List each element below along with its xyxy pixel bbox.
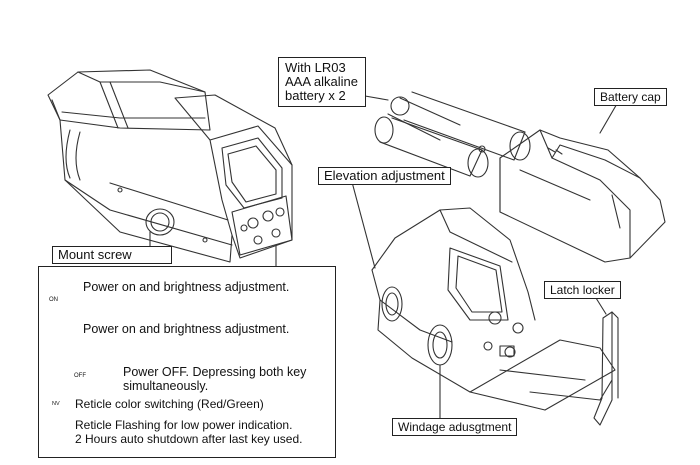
- elevation-adjustment-callout: Elevation adjustment: [318, 167, 451, 185]
- legend-item-indicator-text: Reticle Flashing for low power indicatio…: [75, 418, 303, 446]
- battery-spec-callout: With LR03 AAA alkaline battery x 2: [278, 57, 366, 107]
- legend-caption-off: OFF: [74, 373, 86, 379]
- latch-locker-callout: Latch locker: [544, 281, 621, 299]
- legend-item-color-text: Reticle color switching (Red/Green): [75, 397, 264, 411]
- legend-caption-on: ON: [49, 297, 58, 303]
- battery-drawing: [364, 91, 666, 263]
- legend-item-power-off-text: Power OFF. Depressing both key simultane…: [123, 365, 307, 393]
- windage-adjustment-callout: Windage adusgtment: [392, 418, 518, 436]
- right-sight-drawing: [351, 181, 619, 426]
- left-sight-drawing: [47, 69, 293, 269]
- legend-caption-nv: NV: [52, 401, 60, 407]
- mount-screw-callout: Mount screw: [52, 246, 172, 264]
- battery-cap-callout: Battery cap: [594, 88, 667, 106]
- legend-item-power-down-text: Power on and brightness adjustment.: [83, 322, 290, 336]
- legend-item-power-up-text: Power on and brightness adjustment.: [83, 280, 290, 294]
- key-function-legend: ON Power on and brightness adjustment. P…: [38, 266, 336, 458]
